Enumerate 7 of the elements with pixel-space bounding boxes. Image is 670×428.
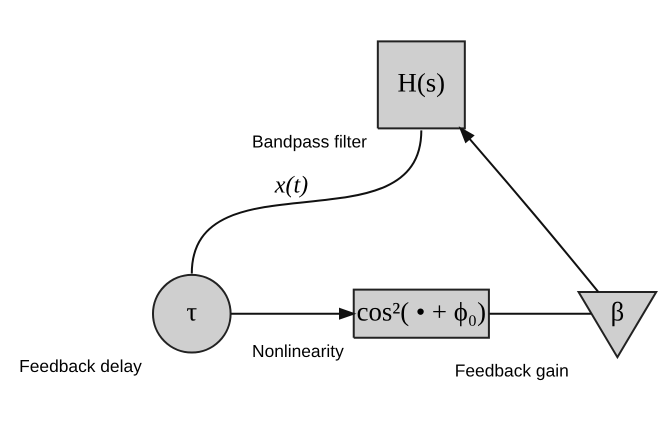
node-label: Feedback delay (19, 356, 142, 376)
edge-label: x(t) (274, 172, 308, 198)
connector (190, 130, 422, 274)
node-circle: τ (152, 274, 232, 354)
connector (489, 312, 592, 315)
arrow (231, 308, 356, 320)
arrow (458, 126, 600, 293)
